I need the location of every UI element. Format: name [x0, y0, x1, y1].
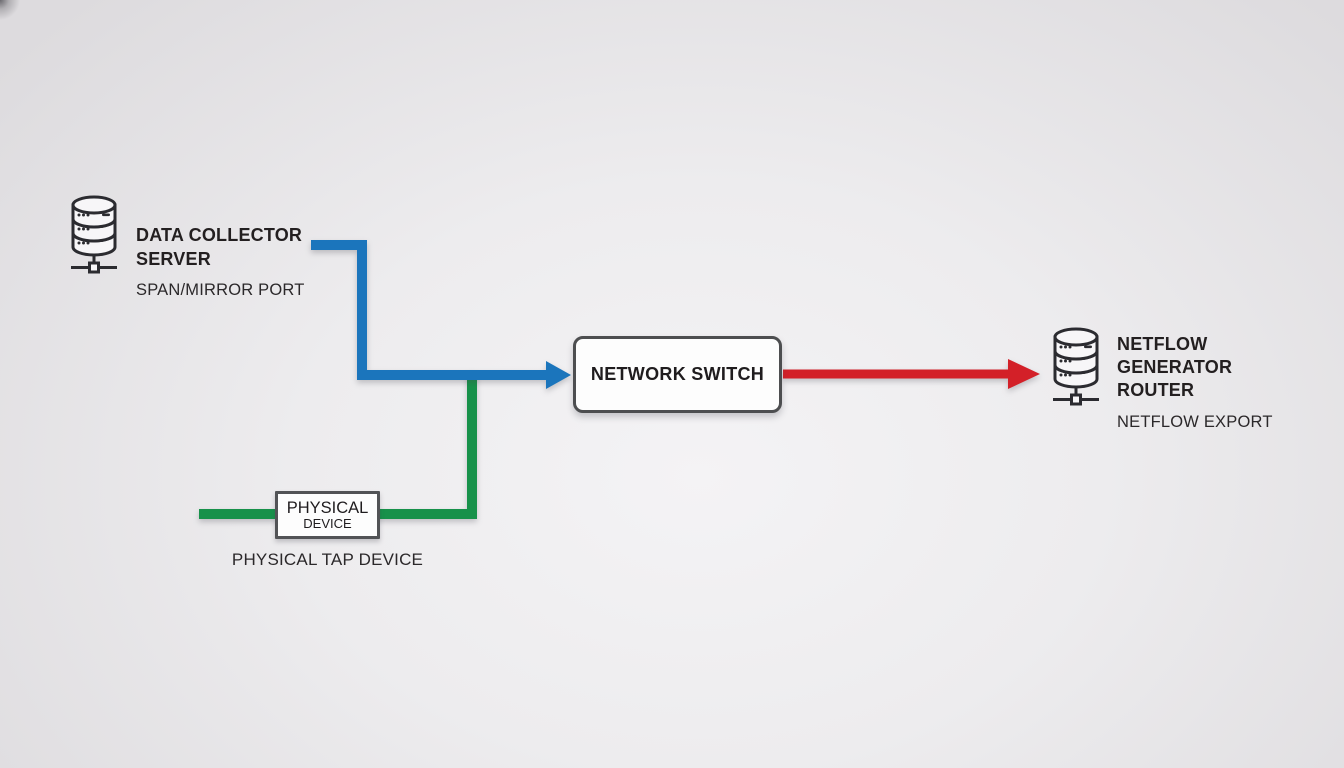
physical-device-node: PHYSICAL DEVICE [275, 491, 380, 539]
red-arrowhead-icon [1008, 359, 1040, 389]
title-line: ROUTER [1117, 380, 1195, 400]
netflow-export-subtitle: NETFLOW EXPORT [1117, 413, 1273, 431]
blue-arrowhead-icon [546, 361, 571, 389]
router-stack-icon [1046, 325, 1106, 409]
data-collector-server-title: DATA COLLECTOR SERVER [136, 223, 302, 271]
physical-tap-device-caption: PHYSICAL TAP DEVICE [231, 550, 424, 569]
data-collector-server-subtitle: SPAN/MIRROR PORT [136, 281, 305, 299]
physical-device-label-line: PHYSICAL [286, 499, 369, 517]
title-line: GENERATOR [1117, 357, 1233, 377]
network-switch-label: NETWORK SWITCH [590, 364, 765, 384]
netflow-generator-router-title: NETFLOW GENERATOR ROUTER [1117, 333, 1232, 402]
connection-span-mirror-to-switch [311, 240, 571, 389]
network-switch-node: NETWORK SWITCH [573, 336, 782, 413]
connection-switch-to-netflow-router [783, 359, 1040, 389]
title-line: SERVER [136, 249, 211, 269]
title-line: DATA COLLECTOR [136, 225, 303, 245]
title-line: NETFLOW [1117, 334, 1208, 354]
blue-line [311, 240, 548, 380]
server-stack-icon [64, 193, 124, 277]
physical-device-label-line: DEVICE [303, 516, 352, 531]
